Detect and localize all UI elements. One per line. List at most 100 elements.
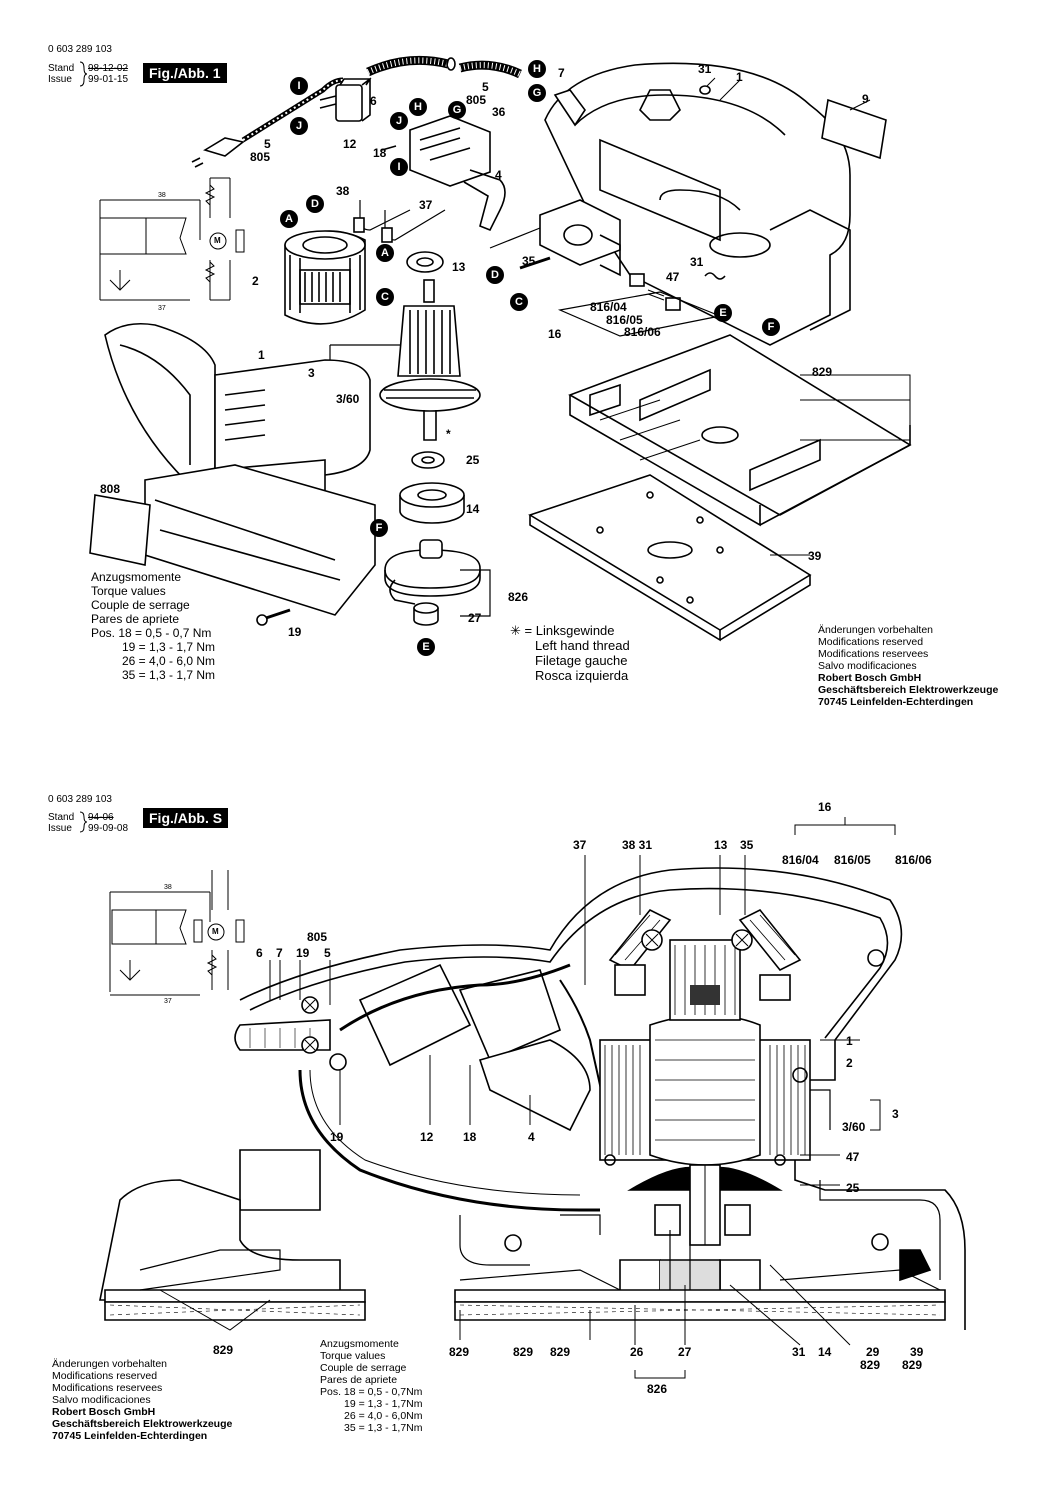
label-1-right: 1 — [736, 70, 743, 84]
s2-label-31: 31 — [792, 1345, 806, 1359]
stand-label-1: Stand — [48, 63, 75, 74]
s2-reserved-fr: Modifications reservees — [52, 1382, 163, 1394]
issue-date-1: 99-01-15 — [88, 74, 129, 85]
company-address: 70745 Leinfelden-Echterdingen — [818, 696, 974, 708]
circle-g-top: G — [528, 84, 546, 102]
s2-label-4: 4 — [528, 1130, 535, 1144]
s2-schematic-38: 38 — [164, 884, 172, 891]
schematic-37: 37 — [158, 305, 166, 312]
schematic-motor: M — [214, 236, 221, 245]
label-826: 826 — [508, 590, 529, 604]
thread-note-fr: Filetage gauche — [535, 653, 628, 668]
torque-title-en: Torque values — [91, 584, 166, 598]
s2-torque-title-fr: Couple de serrage — [320, 1362, 407, 1374]
s2-label-27: 27 — [678, 1345, 692, 1359]
circle-a-stator: A — [280, 210, 298, 228]
circle-g-switch: G — [448, 101, 466, 119]
part-number-1: 0 603 289 103 — [48, 44, 112, 55]
part-number-2: 0 603 289 103 — [48, 794, 112, 805]
s2-label-826: 826 — [647, 1382, 668, 1396]
s2-label-7: 7 — [276, 946, 283, 960]
thread-note: ✳ = Linksgewinde Left hand thread Fileta… — [510, 623, 630, 683]
company-division: Geschäftsbereich Elektrowerkzeuge — [818, 684, 999, 696]
label-805-cord: 805 — [250, 150, 271, 164]
label-31a: 31 — [698, 62, 712, 76]
label-36: 36 — [492, 105, 506, 119]
s2-label-829-b: 829 — [513, 1345, 534, 1359]
label-25: 25 — [466, 453, 480, 467]
torque-block-2: Anzugsmomente Torque values Couple de se… — [320, 1338, 423, 1434]
circle-j-switch: J — [390, 112, 408, 130]
reserved-fr: Modifications reservees — [818, 648, 929, 660]
s2-label-829-e: 829 — [902, 1358, 923, 1372]
issue-label-2: Issue — [48, 823, 72, 834]
issue-date-2: 99-09-08 — [88, 823, 129, 834]
label-9: 9 — [862, 92, 869, 106]
s2-label-816-06: 816/06 — [895, 853, 932, 867]
label-31b: 31 — [690, 255, 704, 269]
circle-a-wire: A — [376, 244, 394, 262]
circle-e-housing: E — [714, 304, 732, 322]
s2-label-19-top: 19 — [296, 946, 310, 960]
circle-d-stator: D — [306, 195, 324, 213]
figure-label-1: Fig./Abb. 1 — [143, 63, 227, 83]
s2-label-37: 37 — [573, 838, 587, 852]
stand-date-1: 98-12-02 — [88, 63, 129, 74]
s2-label-16: 16 — [818, 800, 832, 814]
label-18: 18 — [373, 146, 387, 160]
s2-schematic-37: 37 — [164, 998, 172, 1005]
torque-title-es: Pares de apriete — [91, 612, 180, 626]
label-829: 829 — [812, 365, 833, 379]
label-3: 3 — [308, 366, 315, 380]
figure-label-2: Fig./Abb. S — [143, 808, 229, 828]
s2-label-1: 1 — [846, 1034, 853, 1048]
s2-label-39: 39 — [910, 1345, 924, 1359]
s2-torque-row-35: 35 = 1,3 - 1,7Nm — [344, 1422, 423, 1434]
circle-h-switch: H — [409, 98, 427, 116]
s2-label-38-31: 38 31 — [622, 838, 653, 852]
label-6: 6 — [370, 94, 377, 108]
torque-title-de: Anzugsmomente — [91, 570, 182, 584]
label-14: 14 — [466, 502, 480, 516]
s2-label-2: 2 — [846, 1056, 853, 1070]
circle-j-top: J — [290, 117, 308, 135]
company-name: Robert Bosch GmbH — [818, 672, 922, 684]
s2-label-829-c: 829 — [550, 1345, 571, 1359]
s2-torque-row-19: 19 = 1,3 - 1,7Nm — [344, 1398, 423, 1410]
label-39: 39 — [808, 549, 822, 563]
s2-label-35: 35 — [740, 838, 754, 852]
s2-label-13: 13 — [714, 838, 728, 852]
circle-c-stator: C — [376, 288, 394, 306]
schematic-38: 38 — [158, 192, 166, 199]
s2-reserved-de: Änderungen vorbehalten — [52, 1358, 168, 1370]
s2-company-address: 70745 Leinfelden-Echterdingen — [52, 1430, 208, 1442]
s2-torque-row-18: Pos. 18 = 0,5 - 0,7Nm — [320, 1386, 423, 1398]
thread-symbol: ✳ — [510, 623, 521, 638]
label-2: 2 — [252, 274, 259, 288]
reserved-block-1: Änderungen vorbehalten Modifications res… — [818, 624, 998, 708]
circle-h-top: H — [528, 60, 546, 78]
s2-label-47: 47 — [846, 1150, 860, 1164]
s2-label-829-a: 829 — [449, 1345, 470, 1359]
thread-note-es: Rosca izquierda — [535, 668, 629, 683]
label-4: 4 — [495, 168, 502, 182]
s2-company-name: Robert Bosch GmbH — [52, 1406, 156, 1418]
torque-title-fr: Couple de serrage — [91, 598, 190, 612]
label-816-05: 816/05 — [606, 313, 643, 327]
label-816-04: 816/04 — [590, 300, 627, 314]
torque-row-19: 19 = 1,3 - 1,7 Nm — [122, 640, 216, 654]
s2-reserved-en: Modifications reserved — [52, 1370, 158, 1382]
thread-note-en: Left hand thread — [535, 638, 630, 653]
circle-e-washer: E — [417, 638, 435, 656]
s2-label-12: 12 — [420, 1130, 434, 1144]
s2-label-3: 3 — [892, 1107, 899, 1121]
label-37: 37 — [419, 198, 433, 212]
s2-label-3-60: 3/60 — [842, 1120, 866, 1134]
label-19: 19 — [288, 625, 302, 639]
label-16: 16 — [548, 327, 562, 341]
s2-label-19-bottom: 19 — [330, 1130, 344, 1144]
label-805: 805 — [466, 93, 487, 107]
label-816-06: 816/06 — [624, 325, 661, 339]
